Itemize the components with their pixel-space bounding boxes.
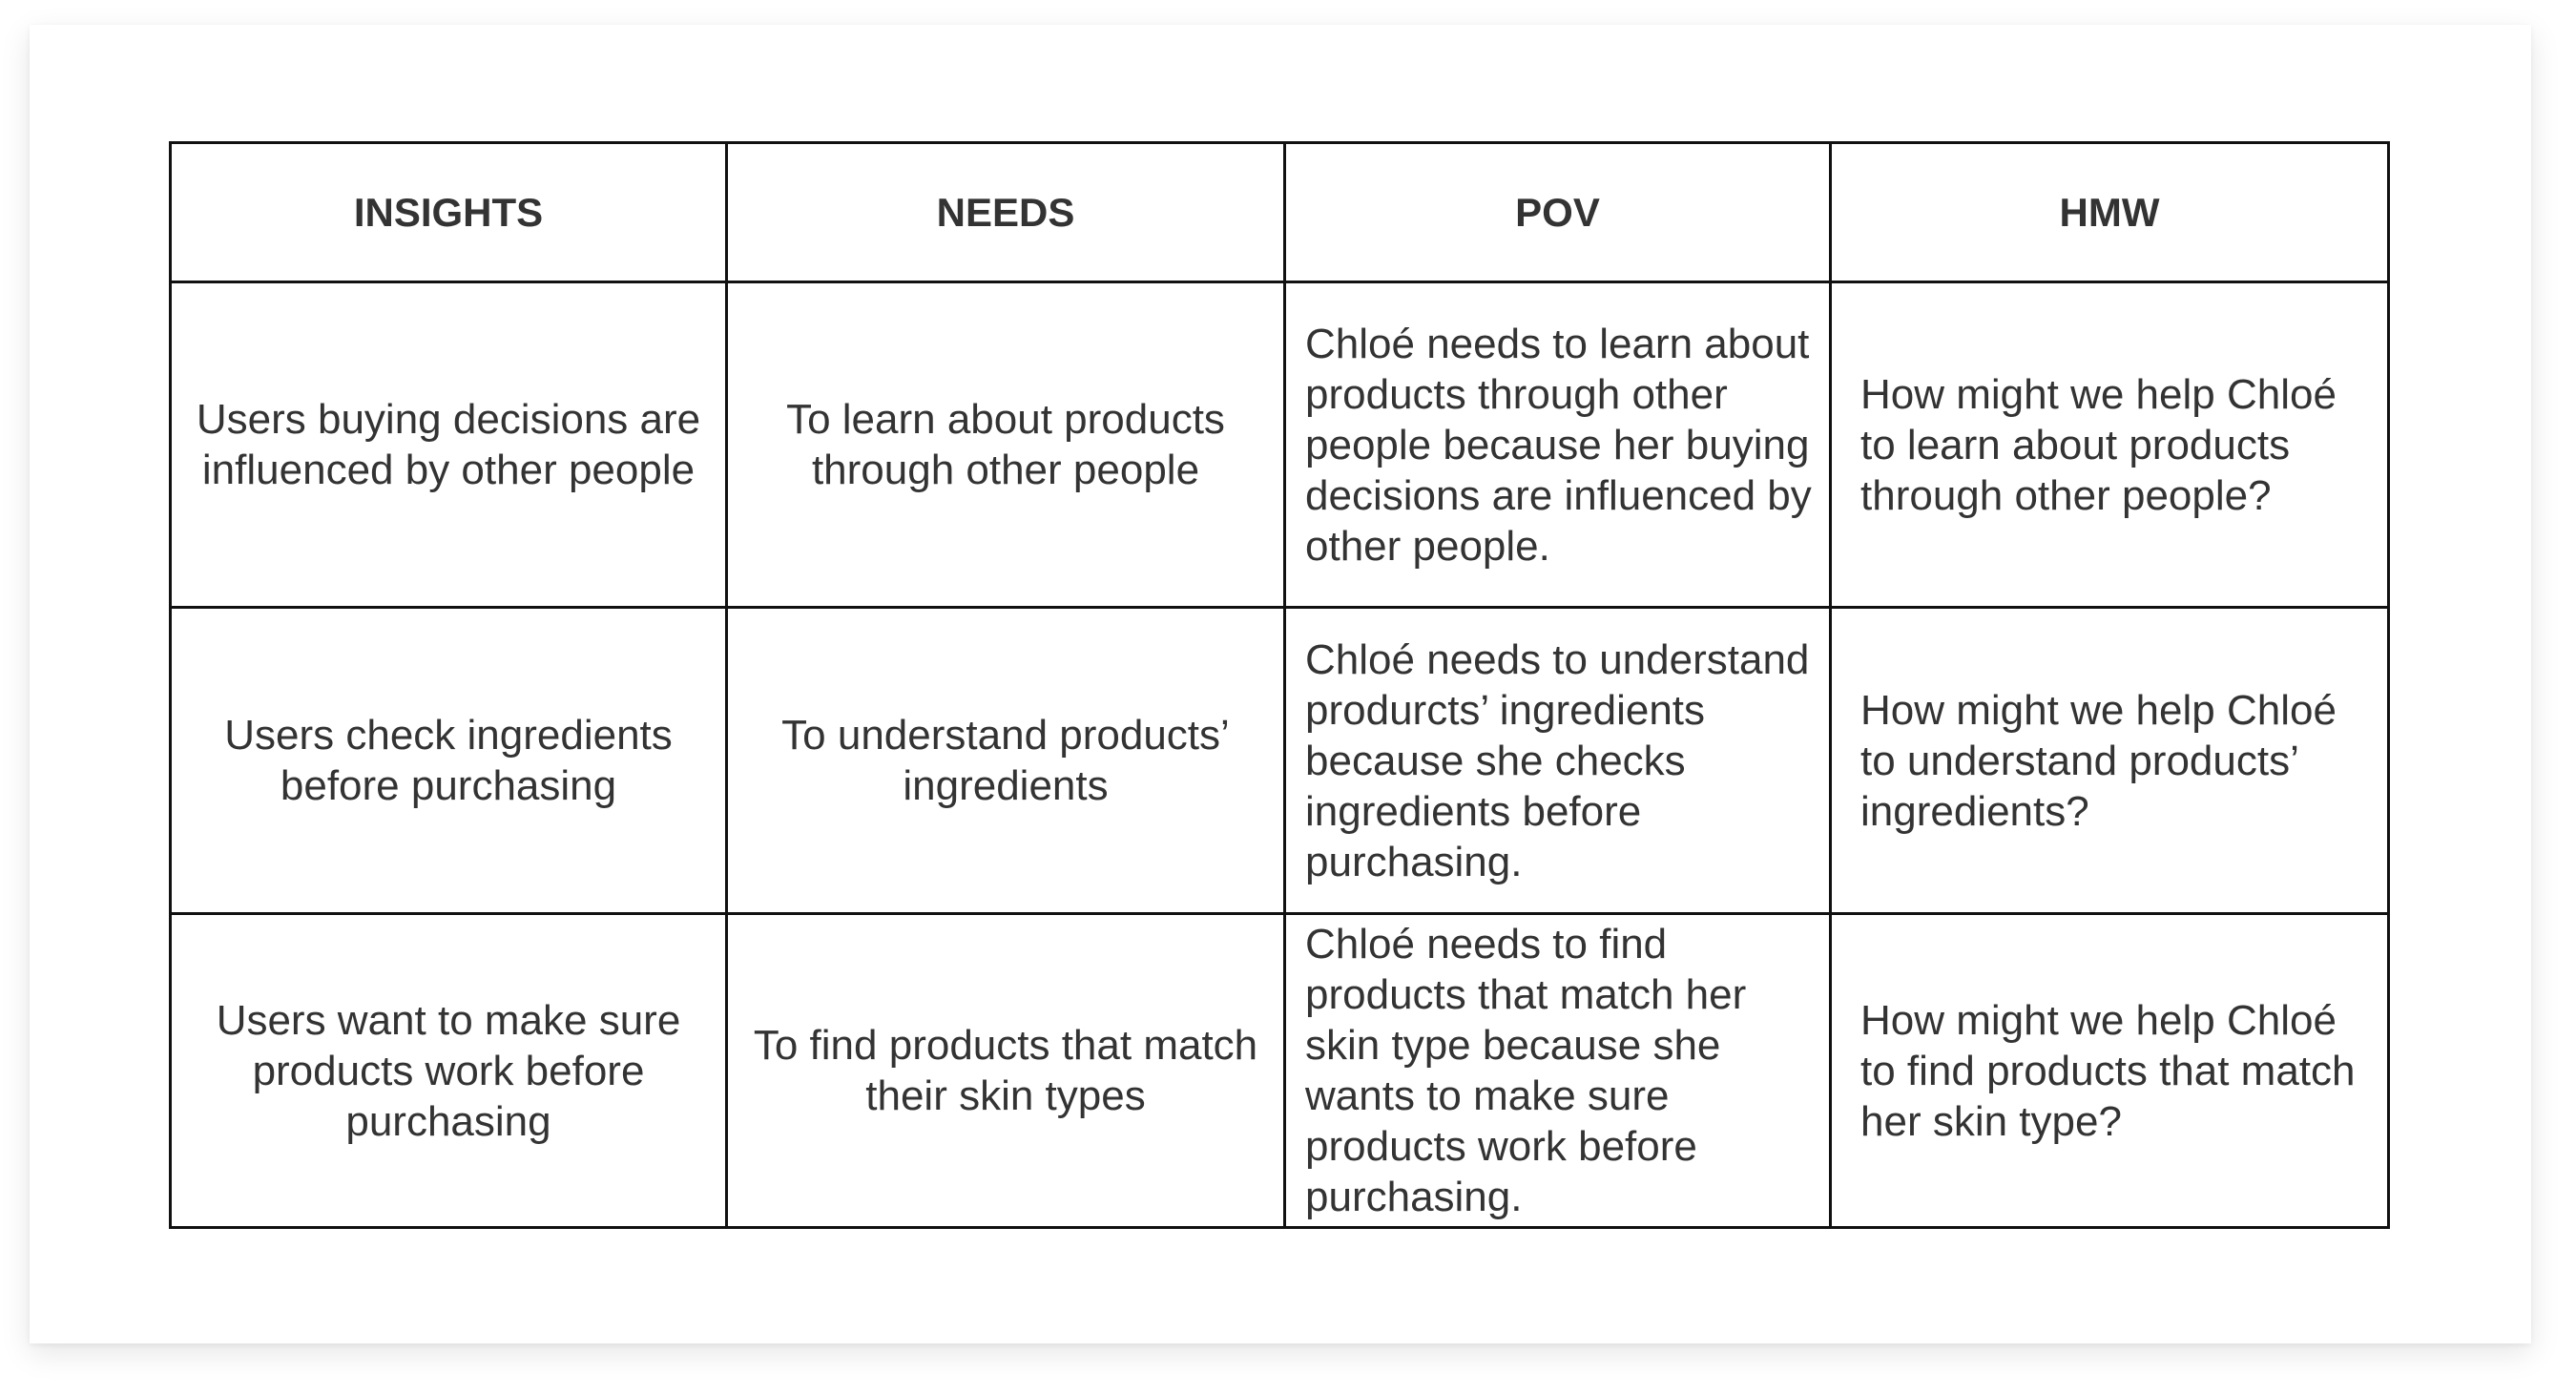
insight-cell: Users buying decisions are influenced by… — [169, 281, 728, 609]
header-hmw: HMW — [1829, 141, 2390, 283]
need-cell: To understand products’ ingredients — [725, 606, 1286, 915]
insight-cell: Users want to make sure products work be… — [169, 912, 728, 1229]
table-row: Users buying decisions are influenced by… — [169, 281, 2390, 609]
insights-table: INSIGHTS NEEDS POV HMW Users buying deci… — [169, 141, 2390, 1229]
hmw-cell: How might we help Chloé to learn about p… — [1829, 281, 2390, 609]
need-cell: To learn about products through other pe… — [725, 281, 1286, 609]
table-row: Users check ingredients before purchasin… — [169, 606, 2390, 915]
hmw-cell: How might we help Chloé to find products… — [1829, 912, 2390, 1229]
pov-cell: Chloé needs to learn about products thro… — [1283, 281, 1832, 609]
header-needs: NEEDS — [725, 141, 1286, 283]
need-cell: To find products that match their skin t… — [725, 912, 1286, 1229]
pov-cell: Chloé needs to understand produrcts’ ing… — [1283, 606, 1832, 915]
pov-cell: Chloé needs to find products that match … — [1283, 912, 1832, 1229]
hmw-cell: How might we help Chloé to understand pr… — [1829, 606, 2390, 915]
header-insights: INSIGHTS — [169, 141, 728, 283]
insight-cell: Users check ingredients before purchasin… — [169, 606, 728, 915]
table-row: Users want to make sure products work be… — [169, 912, 2390, 1229]
header-pov: POV — [1283, 141, 1832, 283]
table-header-row: INSIGHTS NEEDS POV HMW — [169, 141, 2390, 283]
